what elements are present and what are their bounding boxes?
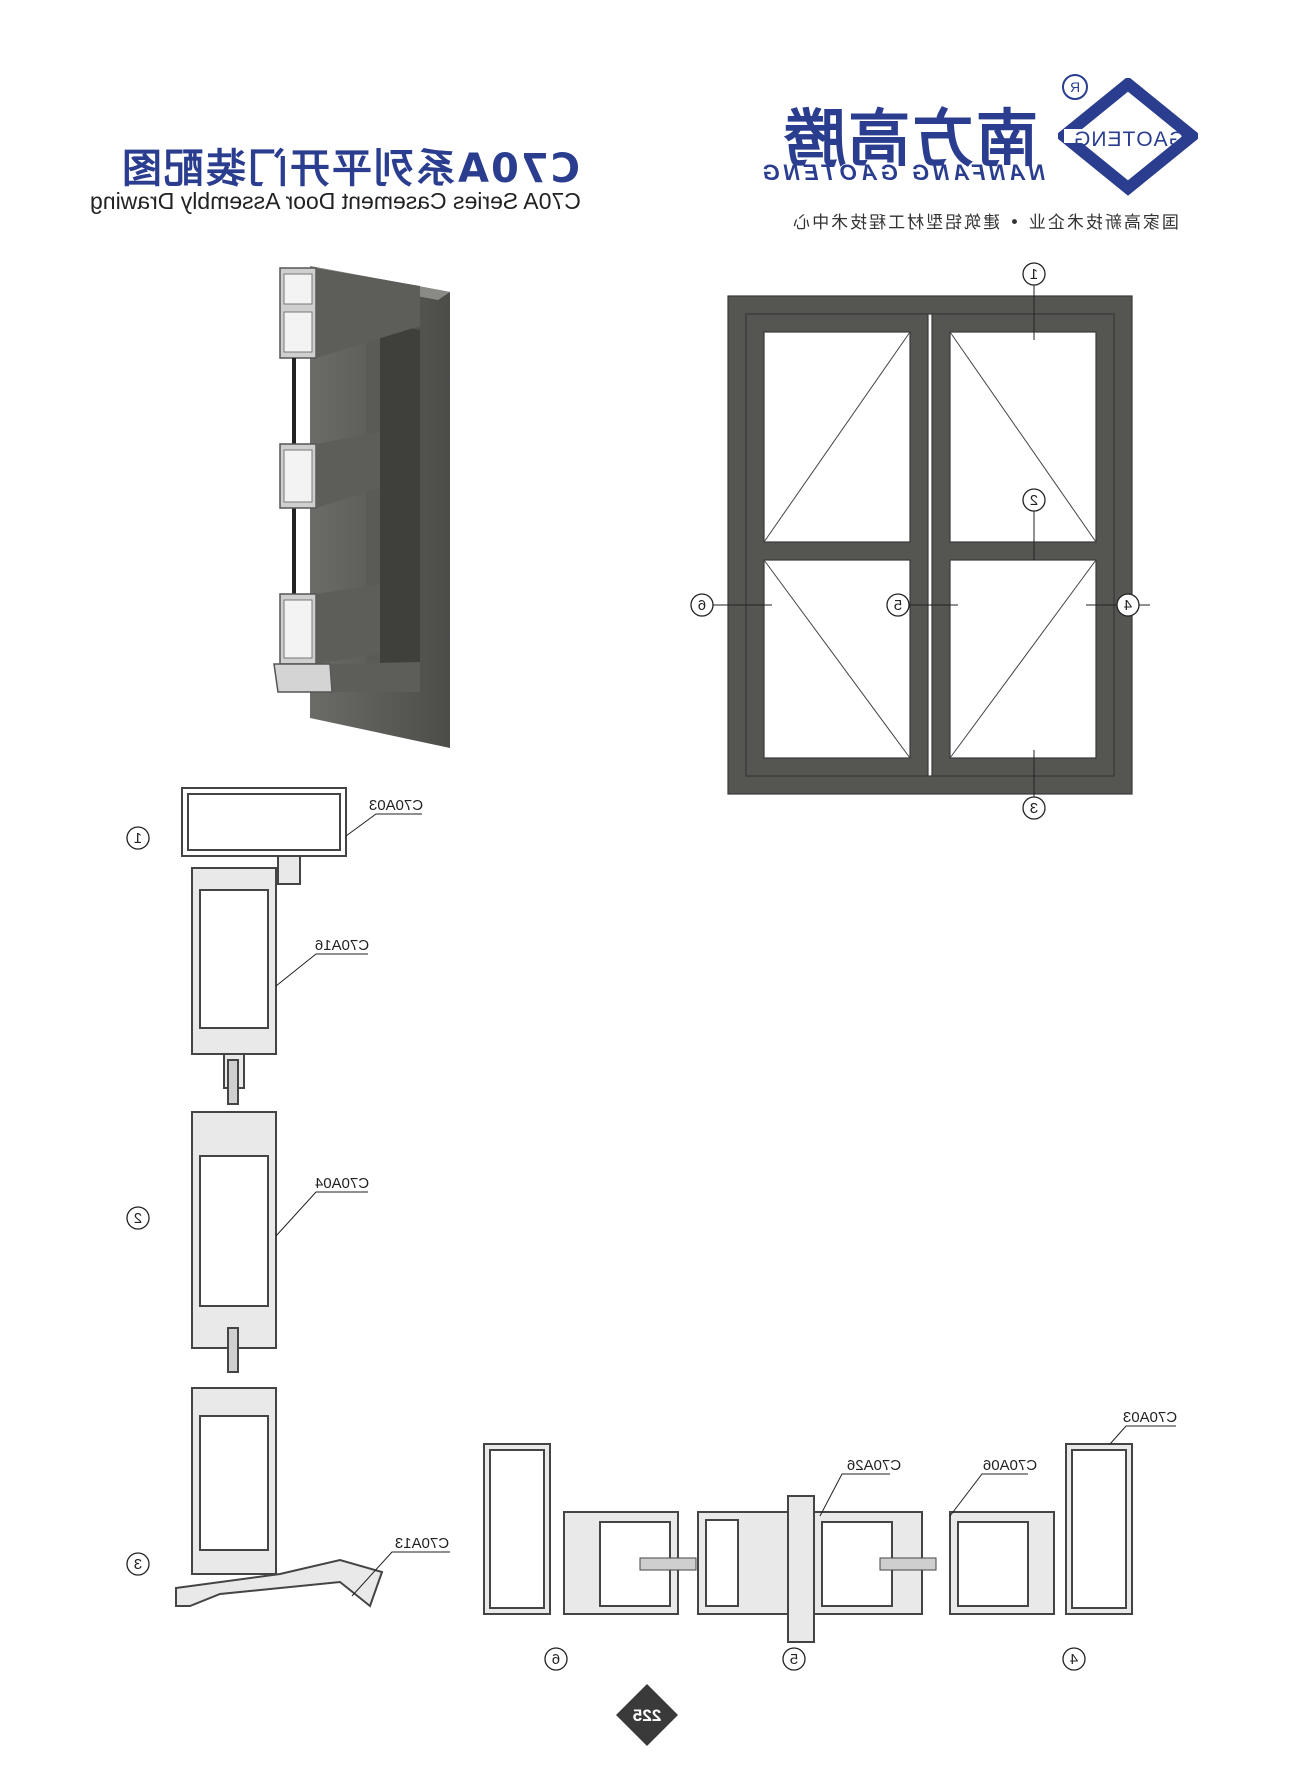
marker-1: 1 xyxy=(1030,266,1038,283)
title-chinese: C70A系列平开门装配图 xyxy=(120,146,580,192)
part-label-c70a16: C70A16 xyxy=(315,937,369,954)
profile-3d-render xyxy=(273,266,450,748)
brand-tagline: 国家高新技术企业 • 建筑铝型材工程技术中心 xyxy=(791,213,1179,233)
hsec-label-c70a26: C70A26 xyxy=(847,1457,901,1474)
page-number: 225 xyxy=(633,1706,661,1725)
marker-4: 4 xyxy=(1124,597,1132,614)
marker-3: 3 xyxy=(1030,800,1038,817)
door-elevation: 1 2 3 4 5 6 xyxy=(690,262,1150,820)
hsec-label-c70a06: C70A06 xyxy=(983,1457,1037,1474)
logo-text: GAOTENG xyxy=(1073,128,1186,151)
part-label-c70a03: C70A03 xyxy=(369,797,423,814)
vertical-section: 1 2 3 C70A03 C70A16 C70A04 C70A13 xyxy=(126,787,450,1608)
marker-6: 6 xyxy=(698,597,706,614)
gaoteng-logo-icon xyxy=(1058,78,1198,196)
horizontal-section: 6 5 4 C70A03 C70A26 C70A06 xyxy=(483,1409,1177,1671)
vsec-marker-2: 2 xyxy=(134,1210,142,1227)
hsec-label-c70a03: C70A03 xyxy=(1123,1409,1177,1426)
vsec-marker-1: 1 xyxy=(134,830,142,847)
brand-name-english: NANFANG GAOTENG xyxy=(758,160,1045,185)
hsec-marker-4: 4 xyxy=(1070,1651,1078,1668)
hsec-marker-6: 6 xyxy=(552,1651,560,1668)
title-english: C70A Series Casement Door Assembly Drawi… xyxy=(90,188,581,214)
vsec-marker-3: 3 xyxy=(134,1556,142,1573)
hsec-marker-5: 5 xyxy=(790,1651,798,1668)
marker-2: 2 xyxy=(1030,492,1038,509)
part-label-c70a13: C70A13 xyxy=(395,1535,449,1552)
registered-mark-icon: R xyxy=(1062,74,1088,100)
part-label-c70a04: C70A04 xyxy=(315,1175,369,1192)
marker-5: 5 xyxy=(894,597,902,614)
page-number-badge: 225 xyxy=(616,1684,678,1746)
